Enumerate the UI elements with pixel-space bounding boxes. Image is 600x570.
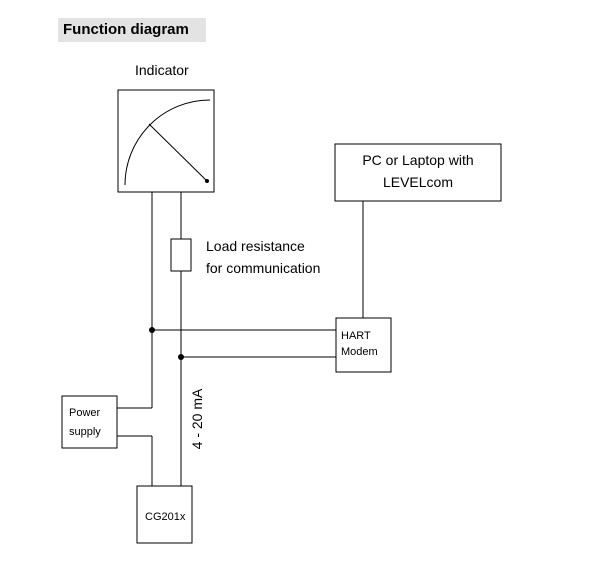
load-resistance-label-line2: for communication: [206, 260, 321, 276]
pc-label-line1: PC or Laptop with: [362, 152, 474, 168]
indicator-label: Indicator: [135, 62, 189, 78]
transmitter-box: [136, 485, 193, 544]
junction-dot-upper: [149, 327, 155, 333]
hart-modem-label-line1: HART: [341, 330, 371, 342]
junction-dot-lower: [178, 354, 184, 360]
load-resistance-label-line1: Load resistance: [206, 238, 305, 254]
transmitter-label: CG201x: [145, 511, 186, 523]
pc-laptop-box: [334, 143, 502, 202]
meter-pivot: [205, 179, 209, 183]
pc-label-line2: LEVELcom: [382, 174, 454, 190]
meter-needle: [148, 123, 208, 182]
load-resistor: [170, 238, 192, 272]
header-background: [58, 18, 206, 42]
power-supply-box: [61, 395, 118, 449]
hart-modem-label-line2: Modem: [341, 346, 378, 358]
page-title: Function diagram: [63, 21, 189, 38]
power-supply-label-line2: supply: [69, 426, 101, 438]
power-supply-label-line1: Power: [69, 407, 101, 419]
hart-modem-box: [335, 317, 392, 373]
current-loop-label: 4 - 20 mA: [189, 388, 205, 450]
